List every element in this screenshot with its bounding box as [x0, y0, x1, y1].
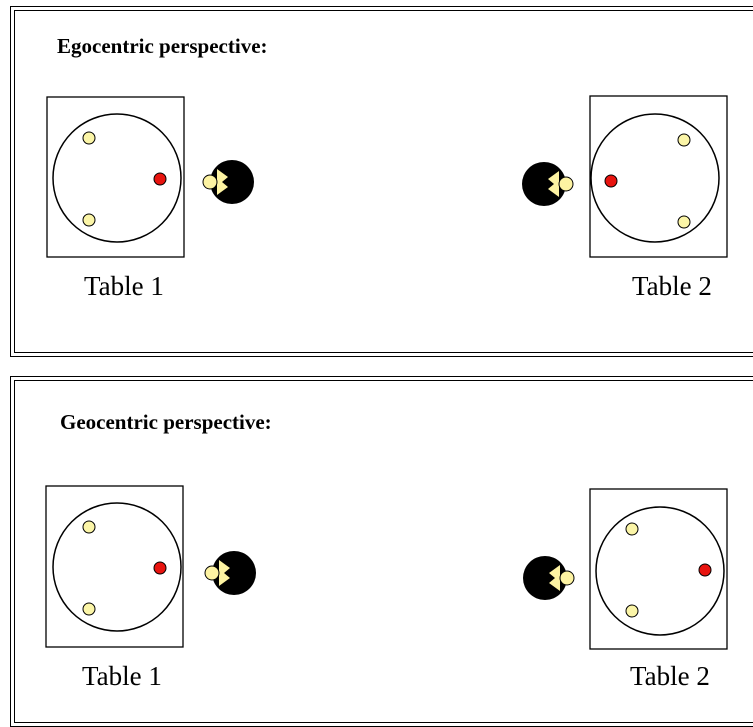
- person-facing-left-bottom: [204, 551, 256, 595]
- person-head-icon: [212, 551, 256, 595]
- top-table-2: [589, 95, 728, 258]
- top-table-2-label: Table 2: [632, 271, 712, 301]
- person-face: [548, 171, 559, 197]
- red-dot: [153, 172, 167, 186]
- person-head-icon: [523, 556, 567, 600]
- person-head-icon: [522, 162, 566, 206]
- bottom-table-2: [589, 488, 728, 650]
- red-dot: [698, 563, 712, 577]
- yellow-dot: [82, 213, 96, 227]
- bottom-table-1: [45, 485, 184, 648]
- bottom-table-1-label: Table 1: [82, 661, 162, 691]
- geocentric-panel-inner-border: [14, 380, 753, 723]
- bottom-table-2-label: Table 2: [630, 661, 710, 691]
- egocentric-panel: [10, 6, 753, 357]
- yellow-dot: [82, 602, 96, 616]
- geocentric-title: Geocentric perspective:: [60, 410, 272, 434]
- egocentric-panel-inner-border: [14, 10, 753, 353]
- bottom-table-2-disc: [595, 506, 725, 636]
- person-nose: [202, 174, 218, 190]
- red-dot: [153, 561, 167, 575]
- person-face: [219, 560, 230, 586]
- person-nose: [558, 176, 574, 192]
- yellow-dot: [625, 604, 639, 618]
- person-nose: [559, 570, 575, 586]
- person-facing-right-top: [522, 162, 574, 206]
- top-table-1-label: Table 1: [84, 271, 164, 301]
- top-table-1-disc: [52, 113, 182, 243]
- person-face: [217, 169, 228, 195]
- red-dot: [604, 174, 618, 188]
- yellow-dot: [677, 215, 691, 229]
- person-facing-right-bottom: [523, 556, 575, 600]
- top-table-2-disc: [590, 113, 720, 243]
- bottom-table-1-disc: [52, 502, 182, 632]
- yellow-dot: [82, 131, 96, 145]
- person-head-icon: [210, 160, 254, 204]
- top-table-1: [46, 96, 185, 258]
- yellow-dot: [625, 522, 639, 536]
- egocentric-title: Egocentric perspective:: [57, 34, 268, 58]
- yellow-dot: [82, 520, 96, 534]
- person-face: [549, 565, 560, 591]
- person-facing-left-top: [202, 160, 254, 204]
- yellow-dot: [677, 133, 691, 147]
- person-nose: [204, 565, 220, 581]
